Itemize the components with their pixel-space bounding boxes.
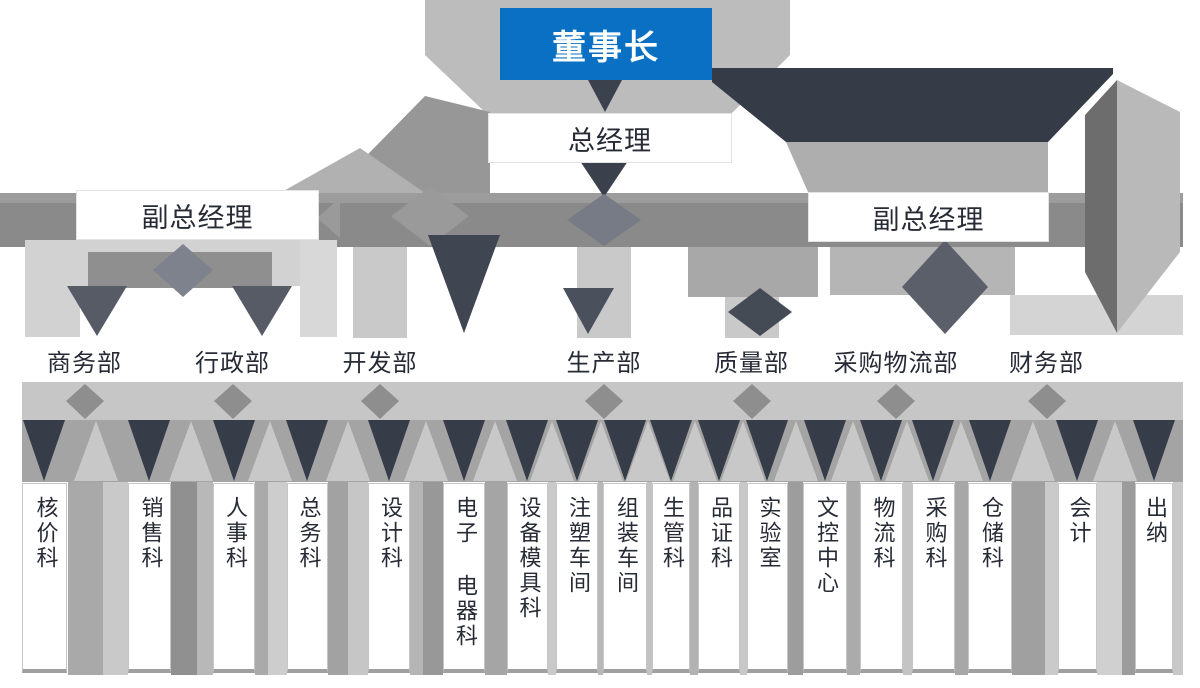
node-section-general-affairs[interactable]: 总务科 bbox=[287, 483, 328, 673]
node-section-pricing[interactable]: 核价科 bbox=[22, 483, 67, 673]
node-dept-quality[interactable]: 质量部 bbox=[688, 338, 815, 382]
node-section-accounting[interactable]: 会计 bbox=[1058, 483, 1097, 673]
node-section-hr[interactable]: 人事科 bbox=[213, 483, 255, 673]
node-dept-development[interactable]: 开发部 bbox=[317, 338, 443, 382]
node-general-manager[interactable]: 总经理 bbox=[488, 113, 732, 163]
deputy-fan-connectors bbox=[25, 80, 1183, 338]
node-section-laboratory[interactable]: 实验室 bbox=[747, 483, 788, 673]
node-section-equipment-mold[interactable]: 设备模具科 bbox=[507, 483, 548, 673]
node-deputy-gm-right[interactable]: 副总经理 bbox=[808, 192, 1049, 242]
node-section-sales[interactable]: 销售科 bbox=[128, 483, 171, 673]
node-section-cashier[interactable]: 出纳 bbox=[1135, 483, 1173, 673]
node-dept-administration[interactable]: 行政部 bbox=[168, 338, 297, 382]
department-fan-connectors bbox=[22, 382, 1183, 482]
node-section-injection-workshop[interactable]: 注塑车间 bbox=[556, 483, 598, 673]
node-chairman[interactable]: 董事长 bbox=[500, 8, 712, 80]
node-section-electronics[interactable]: 电子 电器科 bbox=[443, 483, 485, 673]
node-dept-production[interactable]: 生产部 bbox=[535, 338, 673, 382]
node-section-assembly-workshop[interactable]: 组装车间 bbox=[603, 483, 647, 673]
ribbon-strips bbox=[68, 482, 1183, 675]
node-section-document-control[interactable]: 文控中心 bbox=[803, 483, 847, 673]
node-deputy-gm-left[interactable]: 副总经理 bbox=[76, 190, 319, 240]
node-dept-finance[interactable]: 财务部 bbox=[983, 338, 1110, 382]
node-section-logistics[interactable]: 物流科 bbox=[860, 483, 903, 673]
node-section-purchasing[interactable]: 采购科 bbox=[912, 483, 955, 673]
node-section-production-control[interactable]: 生管科 bbox=[652, 483, 690, 673]
node-section-warehouse[interactable]: 仓储科 bbox=[968, 483, 1012, 673]
node-dept-business[interactable]: 商务部 bbox=[22, 338, 147, 382]
node-dept-procurement-logistics[interactable]: 采购物流部 bbox=[834, 338, 958, 382]
node-section-quality-assurance[interactable]: 品证科 bbox=[698, 483, 740, 673]
node-section-design[interactable]: 设计科 bbox=[368, 483, 410, 673]
